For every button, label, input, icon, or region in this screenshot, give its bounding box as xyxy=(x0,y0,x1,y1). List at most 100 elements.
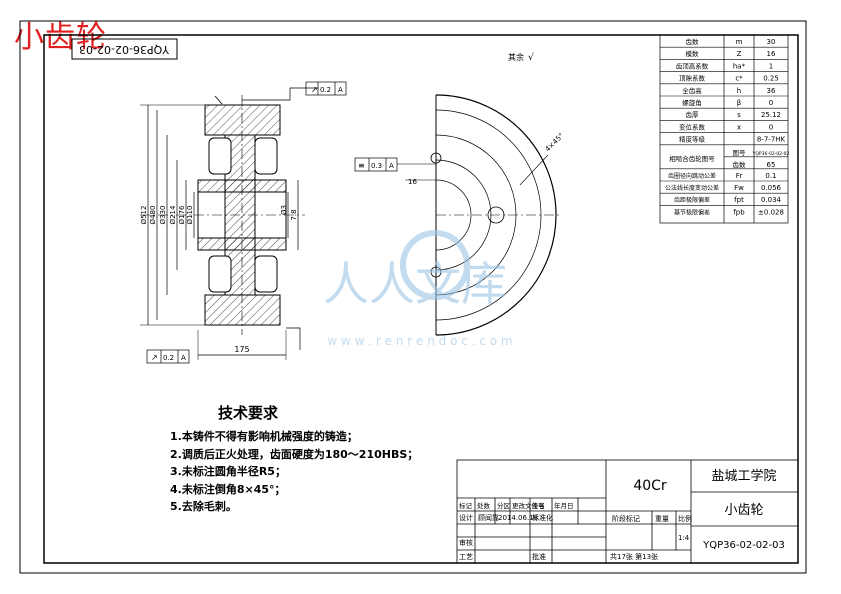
dim-d5: Ø176 xyxy=(178,205,186,224)
tolerance-value: 0.1 xyxy=(765,172,776,180)
param-table xyxy=(659,34,789,224)
param-value: 16 xyxy=(767,50,776,58)
mating-val-2: 65 xyxy=(767,161,776,169)
tolerance-value: ±0.028 xyxy=(758,208,784,216)
title-block-header-cell: 更改文件号 xyxy=(512,501,545,510)
mating-val-1: YQP36-02-02-02 xyxy=(752,151,790,157)
inner-border xyxy=(43,34,799,564)
tolerance-value: 0.034 xyxy=(761,196,782,204)
title-block-header-cell: 签名 xyxy=(532,501,545,510)
tolerance-symbol: Fw xyxy=(734,184,744,192)
param-value: 0 xyxy=(769,123,773,131)
dim-chamfer: 4×45° xyxy=(544,132,566,154)
param-value: 30 xyxy=(767,38,776,46)
tech-item: 3.未标注圆角半径R5； xyxy=(170,465,286,478)
param-symbol: β xyxy=(737,99,741,107)
tech-title: 技术要求 xyxy=(218,404,279,422)
gt-symbol-mid: ≡ xyxy=(358,161,365,170)
approve-label: 批准 xyxy=(532,552,546,561)
param-name: 全齿高 xyxy=(682,86,702,95)
param-name: 顶隙系数 xyxy=(679,74,706,83)
school-name: 盐城工学院 xyxy=(711,468,776,484)
outer-border xyxy=(19,20,807,574)
title-block-header-cell: 分区 xyxy=(497,501,511,510)
dim-width-r: 16 xyxy=(408,178,417,186)
gt-symbol-bottom: ↗ xyxy=(151,353,158,362)
dim-d1: Ø512 xyxy=(140,206,148,225)
rotated-number-box xyxy=(71,38,178,60)
remaining-roughness: 其余 xyxy=(508,52,524,62)
title-block-header-cell: 标记 xyxy=(459,501,473,510)
design-date: 2014.06.18 xyxy=(498,514,538,522)
gt-frame-bottom: ↗ 0.2 A xyxy=(146,349,190,364)
gt-frame-top: ↗ 0.2 A xyxy=(305,81,347,96)
stage-label: 阶段标记 xyxy=(612,514,640,523)
mating-key-2: 齿数 xyxy=(733,160,747,169)
section-view xyxy=(140,87,318,360)
gt-value-top: 0.2 xyxy=(320,86,331,94)
rotated-drawing-number: YQP36-02-02-03 xyxy=(79,43,170,56)
title-block-header: 标记处数分区更改文件号签名年月日 xyxy=(459,501,574,510)
mating-key-1: 图号 xyxy=(733,149,747,157)
title-block-header-cell: 年月日 xyxy=(554,501,574,510)
tolerance-value: 0.056 xyxy=(761,184,782,192)
designer-name: 顾闻靠 xyxy=(478,513,499,522)
param-name: 模数 xyxy=(686,49,700,58)
tech-item: 4.未标注倒角8×45°； xyxy=(170,482,286,496)
drawing-number: YQP36-02-02-03 xyxy=(702,540,785,551)
gt-value-bottom: 0.2 xyxy=(163,354,174,362)
param-symbol: c* xyxy=(735,75,743,83)
dim-d9: 7.8 xyxy=(290,209,298,220)
param-symbol: h xyxy=(737,87,741,95)
param-name: 齿顶高系数 xyxy=(676,61,709,70)
tech-item: 2.调质后正火处理，齿面硬度为180～210HBS； xyxy=(170,447,419,461)
tolerance-symbol: fpb xyxy=(733,208,745,216)
param-value: 25.12 xyxy=(761,111,781,119)
param-value: 0.25 xyxy=(763,75,779,83)
param-name: 齿数 xyxy=(686,37,700,46)
param-value: 36 xyxy=(767,87,776,95)
design-label: 设计 xyxy=(459,513,473,522)
scale-value: 1:4 xyxy=(678,534,690,542)
param-value: 1 xyxy=(769,62,773,70)
part-name: 小齿轮 xyxy=(724,503,763,518)
gt-frame-mid: ≡ 0.3 A xyxy=(354,157,436,172)
watermark-text: 人人文库 xyxy=(323,257,507,311)
gt-datum-bottom: A xyxy=(181,354,186,362)
scale-label: 比例 xyxy=(678,514,692,523)
tech-item: 1.本铸件不得有影响机械强度的铸造； xyxy=(170,430,358,443)
tolerance-name: 齿圈径向跳动公差 xyxy=(668,172,716,180)
param-symbol: s xyxy=(737,111,741,119)
param-symbol: x xyxy=(737,123,741,131)
dim-d3: Ø330 xyxy=(159,206,167,225)
param-value: 0 xyxy=(769,99,773,107)
sheet-count: 共17张 第13张 xyxy=(610,552,658,561)
page-title: 小齿轮 xyxy=(14,20,107,55)
weight-label: 重量 xyxy=(655,515,669,523)
tech-list: 1.本铸件不得有影响机械强度的铸造； 2.调质后正火处理，齿面硬度为180～210… xyxy=(170,428,418,516)
param-name: 精度等级 xyxy=(679,135,706,144)
tech-item: 5.去除毛刺。 xyxy=(170,500,237,513)
dim-d2: Ø480 xyxy=(149,206,157,225)
watermark-url: w w w . r e n r e n d o c . c o m xyxy=(327,334,512,348)
roughness-icon: √ xyxy=(528,52,534,63)
param-symbol: ha* xyxy=(733,62,746,70)
gt-symbol-top: ↗ xyxy=(311,85,318,94)
tolerance-name: 基节极限偏差 xyxy=(674,208,710,216)
param-symbol: m xyxy=(736,38,743,46)
material: 40Cr xyxy=(633,478,667,494)
param-name: 螺旋角 xyxy=(682,98,702,107)
review-label: 审核 xyxy=(459,538,473,547)
dim-d8: Ø3 xyxy=(280,205,288,215)
process-label: 工艺 xyxy=(459,553,473,561)
title-block xyxy=(456,459,799,564)
param-name: 齿厚 xyxy=(686,111,700,119)
watermark: 人人文库 w w w . r e n r e n d o c . c o m xyxy=(323,230,513,348)
tolerance-name: 齿距极限偏差 xyxy=(674,196,710,204)
tolerance-symbol: Fr xyxy=(736,172,743,180)
gt-datum-top: A xyxy=(338,86,343,94)
param-name: 变位系数 xyxy=(679,122,706,131)
title-block-header-cell: 处数 xyxy=(477,501,491,510)
